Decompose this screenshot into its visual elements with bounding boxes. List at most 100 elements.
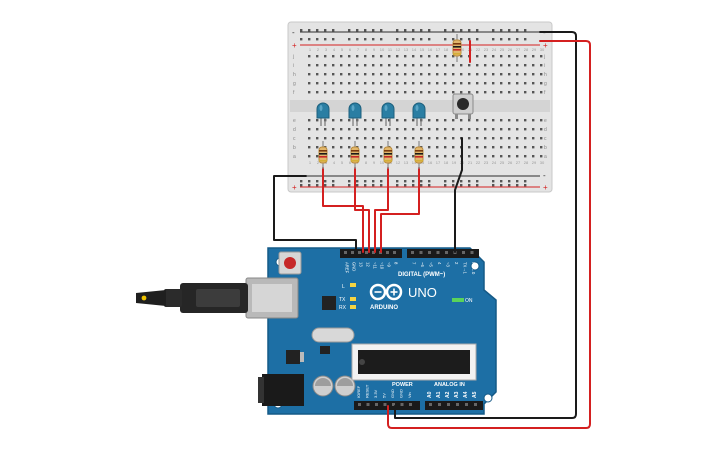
column-number: 22 <box>476 160 481 165</box>
pin-label: ~9 <box>387 262 392 267</box>
column-number: 27 <box>516 160 521 165</box>
column-number: 12 <box>396 160 401 165</box>
pin-label: A5 <box>472 391 478 398</box>
resistors <box>318 34 462 169</box>
column-number: 29 <box>532 47 537 52</box>
resistor-led-2 <box>350 141 360 169</box>
rail-plus-bottom-right: + <box>543 183 548 192</box>
pin-label: RX←0 <box>471 262 476 275</box>
power-jack <box>258 374 304 406</box>
row-letter: g <box>544 81 547 87</box>
column-number: 3 <box>325 47 328 52</box>
column-number: 8 <box>365 160 368 165</box>
column-number: 18 <box>444 160 449 165</box>
led-rx-label: RX <box>339 305 347 311</box>
column-number: 30 <box>540 160 545 165</box>
pin-label: GND <box>390 389 395 398</box>
pin-label: TX→1 <box>463 262 468 275</box>
column-number: 16 <box>428 47 433 52</box>
column-number: 6 <box>349 160 352 165</box>
model-label: UNO <box>408 285 437 300</box>
column-number: 14 <box>412 47 417 52</box>
pin-label: ~5 <box>429 262 434 267</box>
rail-plus-bottom: + <box>292 183 297 192</box>
row-letter: a <box>293 154 296 160</box>
row-letter: f <box>293 90 295 96</box>
column-number: 28 <box>524 47 529 52</box>
column-number: 6 <box>349 47 352 52</box>
wire-led4-red <box>380 167 420 253</box>
column-number: 22 <box>476 47 481 52</box>
led-blue-3 <box>381 102 395 126</box>
arduino-uno-board: L TX RX ON ARDUINO UNO DIGITAL (PWM~) PO… <box>136 247 497 415</box>
column-number: 29 <box>532 160 537 165</box>
atmega-chip <box>351 343 477 381</box>
row-letter: h <box>293 72 296 78</box>
column-number: 4 <box>333 47 336 52</box>
column-number: 9 <box>373 160 376 165</box>
pin-label: Vin <box>407 392 412 398</box>
pin-label: AREF <box>345 262 350 274</box>
pin-label: 13 <box>359 262 364 267</box>
column-number: 17 <box>436 47 441 52</box>
column-number: 25 <box>500 160 505 165</box>
resistor-led-4 <box>414 141 424 169</box>
column-number: 25 <box>500 47 505 52</box>
column-number: 5 <box>341 160 344 165</box>
row-letter: c <box>544 136 547 142</box>
resistor-pullup <box>452 34 462 62</box>
row-letter: e <box>293 118 296 124</box>
wire-led2-red <box>354 167 370 253</box>
pushbutton[interactable] <box>452 93 474 119</box>
column-number: 11 <box>388 47 393 52</box>
pin-label: IOREF <box>356 385 361 398</box>
power-label: POWER <box>392 382 413 388</box>
pin-label: 8 <box>394 262 399 265</box>
pin-label: RESET <box>365 384 370 398</box>
column-number: 14 <box>412 160 417 165</box>
pin-label: ~6 <box>420 262 425 267</box>
voltage-regulator <box>286 350 304 364</box>
column-number: 23 <box>484 47 489 52</box>
column-number: 21 <box>468 160 473 165</box>
breadboard-holes: jjiihhggffeeddccbbaa11223344556677889910… <box>292 29 547 187</box>
row-letter: d <box>544 127 547 133</box>
column-number: 7 <box>357 47 360 52</box>
column-number: 16 <box>428 160 433 165</box>
rail-minus-bottom-right: - <box>543 171 546 180</box>
resistor-led-1 <box>318 141 328 169</box>
column-number: 13 <box>404 160 409 165</box>
analog-label: ANALOG IN <box>434 382 465 388</box>
column-number: 1 <box>309 47 312 52</box>
small-component <box>320 346 330 354</box>
row-letter: i <box>544 63 545 69</box>
column-number: 30 <box>540 47 545 52</box>
crystal-oscillator <box>311 327 355 343</box>
wires <box>273 31 591 429</box>
row-letter: a <box>544 154 547 160</box>
row-letter: f <box>544 90 546 96</box>
pin-label: 4 <box>437 262 442 265</box>
digital-header[interactable] <box>340 249 479 258</box>
pin-label: ~3 <box>446 262 451 267</box>
column-number: 13 <box>404 47 409 52</box>
column-number: 12 <box>396 47 401 52</box>
row-letter: h <box>544 72 547 78</box>
pin-label: 12 <box>366 262 371 267</box>
pin-label: ~10 <box>380 262 385 270</box>
pin-label: 7 <box>412 262 417 265</box>
led-tx-label: TX <box>339 297 346 303</box>
power-analog-header[interactable] <box>354 401 483 410</box>
pin-label: A0 <box>427 391 433 398</box>
column-number: 27 <box>516 47 521 52</box>
column-number: 17 <box>436 160 441 165</box>
led-blue-1 <box>316 102 330 126</box>
pin-label: GND <box>399 389 404 398</box>
column-number: 8 <box>365 47 368 52</box>
led-blue-4 <box>412 102 426 126</box>
digital-label: DIGITAL (PWM~) <box>398 272 445 278</box>
reset-button[interactable] <box>278 251 302 275</box>
column-number: 2 <box>317 47 320 52</box>
